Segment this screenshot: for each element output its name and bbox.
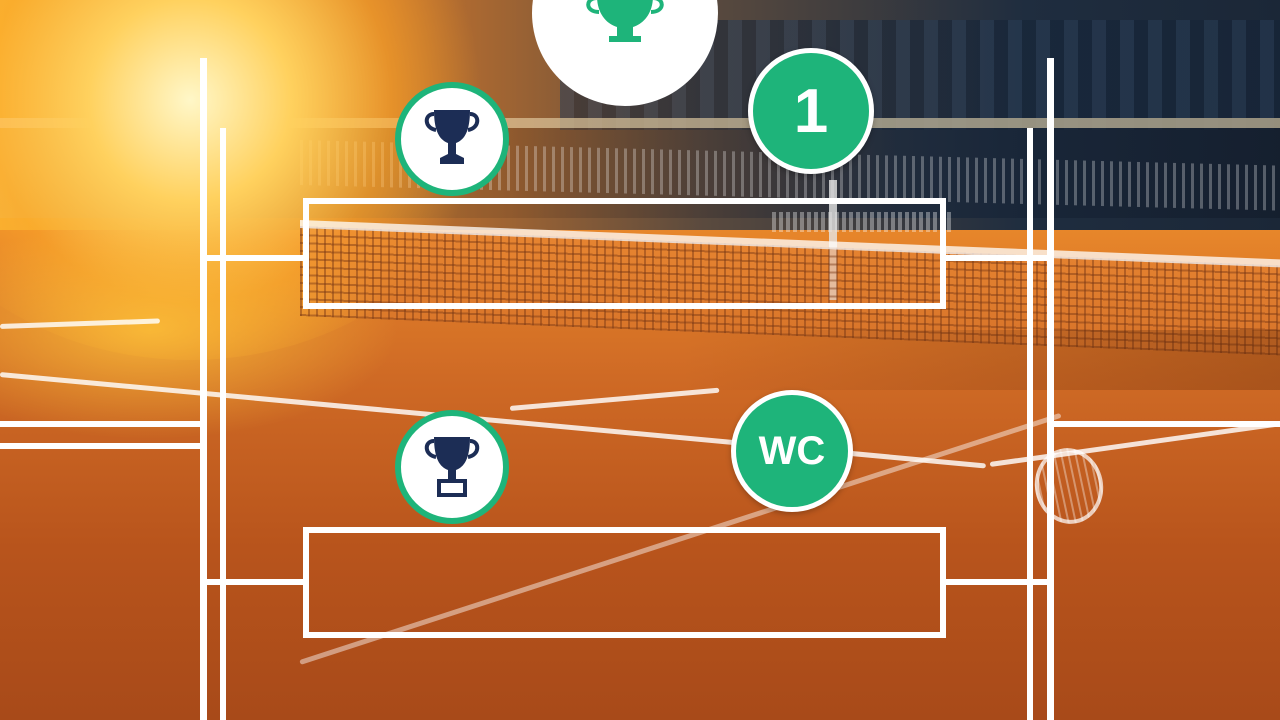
wildcard-badge: WC — [731, 390, 853, 512]
bracket-line-right-inner — [1027, 128, 1033, 720]
match-slot-upper[interactable] — [303, 198, 946, 309]
trophy-icon — [424, 437, 480, 497]
bracket-line-left-inner — [220, 128, 226, 720]
bracket-connector — [0, 443, 200, 449]
match-slot-lower[interactable] — [303, 527, 946, 638]
trophy-icon — [424, 110, 480, 164]
bracket-line-left-outer — [200, 58, 207, 720]
match-trophy-badge — [395, 82, 509, 196]
trophy-icon — [586, 0, 664, 42]
bracket-connector — [207, 255, 307, 261]
match-trophy-badge — [395, 410, 509, 524]
seed-number: 1 — [793, 76, 829, 146]
bracket-line-right-outer — [1047, 58, 1054, 720]
seed-badge: 1 — [748, 48, 874, 174]
bracket-connector — [207, 579, 307, 585]
net-post — [829, 180, 837, 300]
bracket-connector — [0, 421, 200, 427]
bracket-connector — [1054, 421, 1280, 427]
bracket-connector — [942, 579, 1052, 585]
bracket-connector — [942, 255, 1052, 261]
sponsor-banner — [772, 212, 952, 232]
court-shadow — [680, 330, 1280, 390]
stadium-rail — [0, 118, 1280, 128]
wildcard-label: WC — [758, 428, 826, 473]
